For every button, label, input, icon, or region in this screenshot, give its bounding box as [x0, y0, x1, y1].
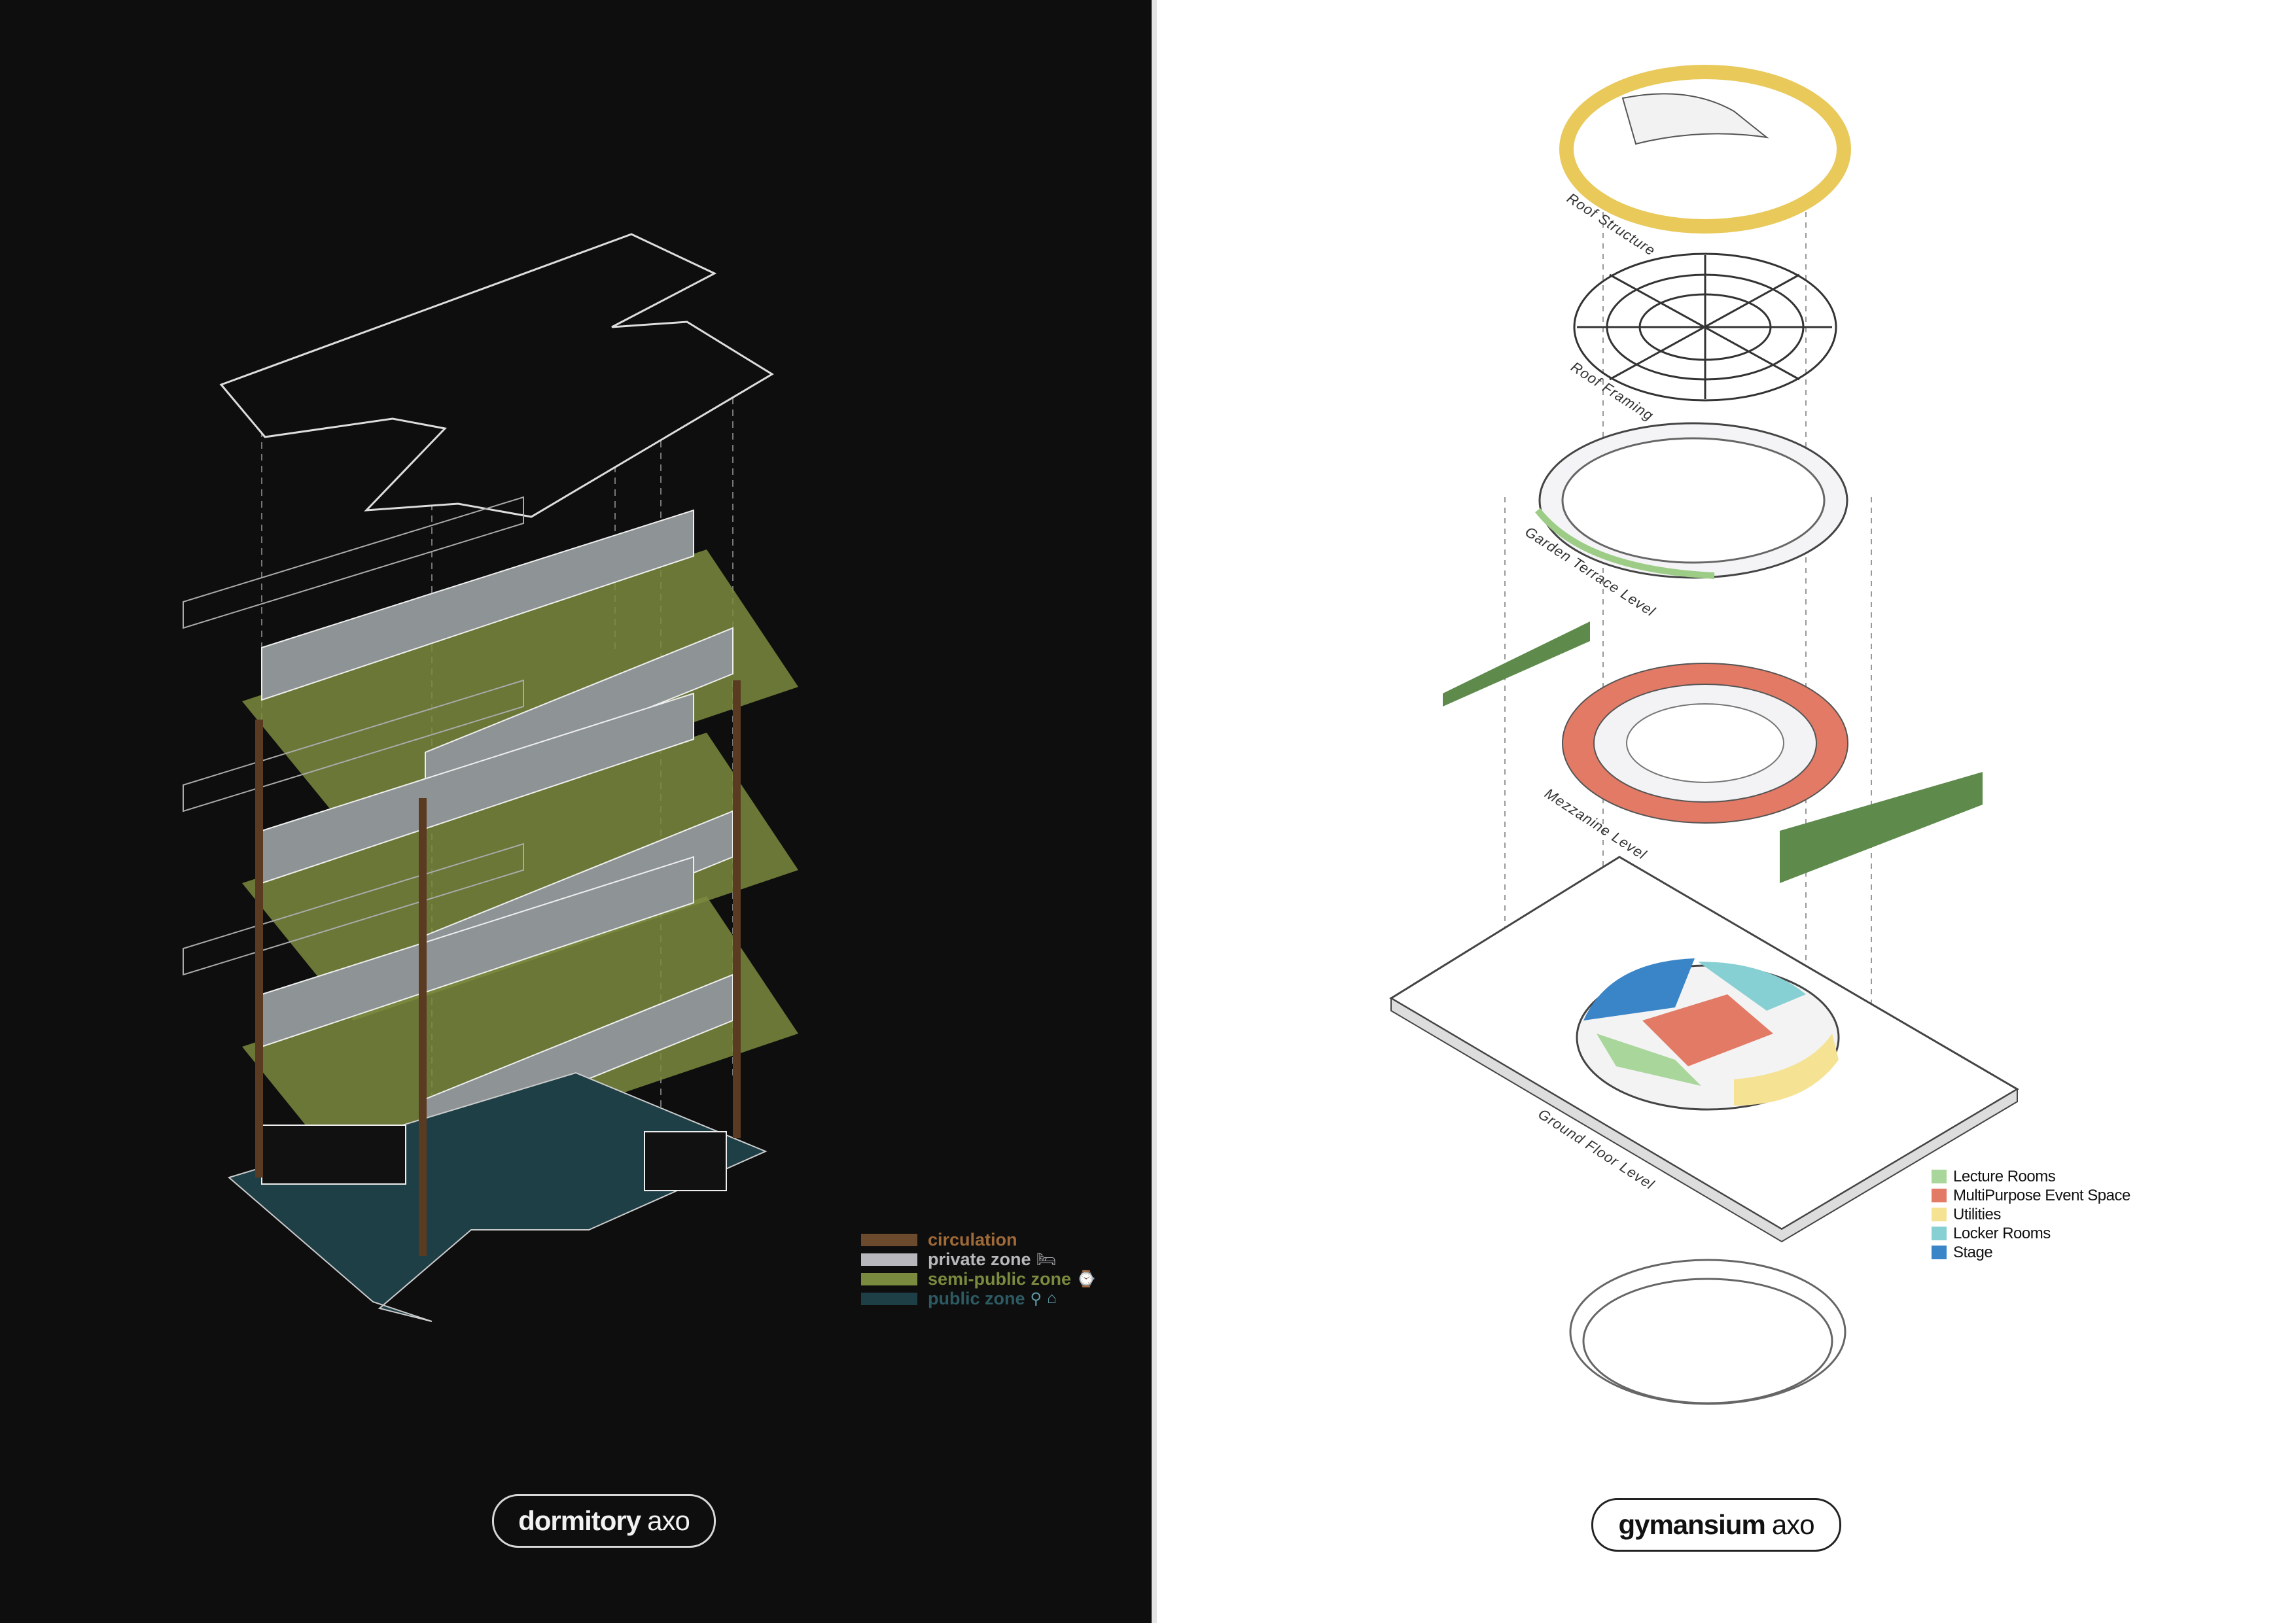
- legend-swatch: [861, 1253, 917, 1266]
- legend-item-public-zone: public zone ⚲ ⌂: [861, 1289, 1096, 1308]
- legend-swatch: [861, 1272, 917, 1285]
- legend-item-locker-rooms: Locker Rooms: [1932, 1224, 2130, 1243]
- legend-label: MultiPurpose Event Space: [1953, 1186, 2130, 1204]
- legend-label: Stage: [1953, 1243, 1993, 1261]
- legend-label: circulation: [928, 1229, 1017, 1249]
- legend-item-lecture-rooms: Lecture Rooms: [1932, 1167, 2130, 1186]
- legend-label: Lecture Rooms: [1953, 1167, 2056, 1185]
- legend-item-utilities: Utilities: [1932, 1205, 2130, 1224]
- legend-item-semi-public-zone: semi-public zone ⌚: [861, 1269, 1096, 1289]
- floor-slabs: [183, 496, 798, 1322]
- title-bold: dormitory: [518, 1505, 641, 1536]
- location-pin-icon: ⚲: [1030, 1289, 1042, 1308]
- desk-worker-icon: ⌚: [1076, 1270, 1096, 1288]
- gymnasium-legend: Lecture Rooms MultiPurpose Event Space U…: [1932, 1167, 2130, 1262]
- legend-swatch: [1932, 1208, 1947, 1221]
- roof-framing: [1573, 253, 1837, 402]
- garden-terrace-level: [1443, 422, 1848, 707]
- legend-label: semi-public zone: [928, 1268, 1072, 1289]
- roof-slab: [219, 233, 774, 518]
- roof-structure: [1559, 65, 1851, 234]
- mezzanine-level: [1562, 663, 1983, 883]
- legend-label: Utilities: [1953, 1205, 2001, 1223]
- building-icon: ⌂: [1047, 1289, 1057, 1307]
- legend-label: public zone: [928, 1288, 1025, 1308]
- title-light: axo: [647, 1505, 690, 1536]
- panel-divider: [1152, 0, 1157, 1623]
- legend-item-multipurpose: MultiPurpose Event Space: [1932, 1186, 2130, 1205]
- legend-swatch: [1932, 1170, 1947, 1183]
- title-light: axo: [1771, 1509, 1815, 1540]
- dormitory-axo-drawing: [183, 233, 798, 1322]
- ground-floor-level: [1389, 856, 2019, 1243]
- legend-label: Locker Rooms: [1953, 1224, 2051, 1242]
- legend-swatch: [861, 1292, 917, 1305]
- legend-item-stage: Stage: [1932, 1243, 2130, 1262]
- ground-floor: [227, 1072, 768, 1322]
- gymnasium-axo-drawing: [1389, 65, 2019, 1405]
- legend-item-circulation: circulation: [861, 1230, 1096, 1249]
- dormitory-legend: circulation private zone 🛏 semi-public z…: [861, 1230, 1096, 1308]
- legend-swatch: [1932, 1246, 1947, 1259]
- legend-item-private-zone: private zone 🛏: [861, 1249, 1096, 1269]
- title-bold: gymansium: [1618, 1509, 1765, 1540]
- substructure: [1569, 1259, 1846, 1405]
- legend-swatch: [861, 1233, 917, 1246]
- bed-icon: 🛏: [1036, 1250, 1057, 1268]
- legend-swatch: [1932, 1227, 1947, 1240]
- legend-label: private zone: [928, 1249, 1031, 1269]
- legend-swatch: [1932, 1189, 1947, 1202]
